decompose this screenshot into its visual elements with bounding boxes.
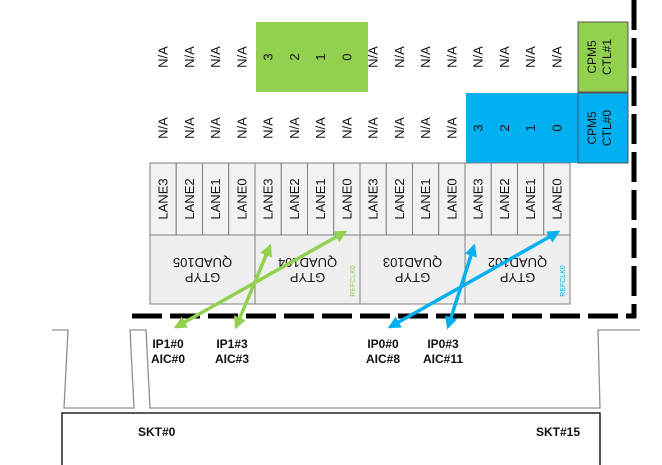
cpm5-ctl1-line1: CPM5 — [585, 40, 599, 74]
double-headed-arrow-icon — [234, 243, 272, 330]
quad-name-label: QUAD105 — [173, 255, 232, 270]
mid-row-label: N/A — [208, 117, 223, 139]
top-lane-assignment-row: N/A N/A N/A N/A 3 2 1 0 N/A N/A N/A N/A N/A N/A N/A N/A — [156, 46, 565, 68]
top-row-label: 3 — [261, 53, 276, 60]
quad-gtyp-label: GTYP — [290, 270, 325, 285]
mid-row-label: 1 — [523, 124, 538, 131]
lane-cell — [490, 162, 518, 236]
top-row-label: N/A — [182, 46, 197, 68]
lane-label: LANE0 — [549, 178, 564, 219]
mid-row-label: 0 — [549, 124, 564, 131]
top-row-label: N/A — [444, 46, 459, 68]
ip-label-4-line1: IP0#3 — [427, 337, 459, 351]
ip-label-4-line2: AIC#11 — [423, 352, 463, 366]
top-row-label: N/A — [418, 46, 433, 68]
mid-row-label: N/A — [366, 117, 381, 139]
top-row-label: N/A — [156, 46, 171, 68]
ip-label-1-line1: IP1#0 — [152, 337, 184, 351]
lane-label: LANE3 — [261, 178, 276, 219]
lane-label: LANE1 — [523, 178, 538, 219]
connector-outline — [52, 329, 640, 409]
mid-row-label: N/A — [182, 117, 197, 139]
lane-label: LANE2 — [392, 178, 407, 219]
socket-right-label: SKT#15 — [536, 425, 580, 439]
lane-cell — [175, 162, 203, 236]
cpm5-ctl1-box — [577, 21, 629, 93]
top-row-label: N/A — [549, 46, 564, 68]
ip-label-3-line2: AIC#8 — [366, 352, 400, 366]
lane-label: LANE1 — [418, 178, 433, 219]
quad-gtyp-label: GTYP — [500, 270, 535, 285]
lane-cell — [543, 162, 571, 236]
middle-lane-assignment-row: N/A N/A N/A N/A N/A N/A N/A N/A N/A N/A N/A N/A 3 2 1 0 — [156, 117, 565, 139]
lane-label: LANE1 — [208, 178, 223, 219]
mid-row-label: N/A — [156, 117, 171, 139]
cpm5-ctl1-line2: CTL#1 — [600, 39, 614, 75]
socket-left-label: SKT#0 — [138, 425, 176, 439]
mid-row-label: 3 — [471, 124, 486, 131]
top-row-label: N/A — [471, 46, 486, 68]
mid-row-label: N/A — [339, 117, 354, 139]
mid-row-label: N/A — [234, 117, 249, 139]
lane-cell — [254, 162, 282, 236]
double-headed-arrow-icon — [445, 243, 477, 330]
lane-label: LANE3 — [366, 178, 381, 219]
lane-label: LANE2 — [497, 178, 512, 219]
lane-label: LANE3 — [471, 178, 486, 219]
top-row-label: N/A — [234, 46, 249, 68]
mid-row-label: N/A — [392, 117, 407, 139]
cpm5-ctl0-line2: CTL#0 — [600, 110, 614, 146]
ip-label-2-line2: AIC#3 — [215, 352, 249, 366]
top-row-label: N/A — [497, 46, 512, 68]
top-row-label: N/A — [523, 46, 538, 68]
lane-cells: LANE3 LANE2 LANE1 LANE0 LANE3 LANE2 LANE1 LANE0… — [149, 162, 571, 236]
socket-box — [61, 412, 601, 465]
lane-label: LANE1 — [313, 178, 328, 219]
ip-label-2-line1: IP1#3 — [216, 337, 248, 351]
quad-gtyp-label: GTYP — [185, 270, 220, 285]
top-row-label: N/A — [392, 46, 407, 68]
mid-row-label: N/A — [418, 117, 433, 139]
refclk-label: REFCLK0 — [350, 265, 357, 297]
cpm5-ctl0-line1: CPM5 — [585, 111, 599, 145]
lane-cell — [280, 162, 308, 236]
quad104-highlight — [256, 22, 368, 92]
top-row-label: N/A — [366, 46, 381, 68]
mid-row-label: N/A — [313, 117, 328, 139]
cpm5-ctl0-box — [577, 92, 629, 164]
mid-row-label: N/A — [287, 117, 302, 139]
quad-gtyp-label: GTYP — [395, 270, 430, 285]
quad102-highlight — [466, 93, 578, 163]
lane-label: LANE2 — [287, 178, 302, 219]
lane-label: LANE3 — [156, 178, 171, 219]
top-row-label: 2 — [287, 53, 302, 60]
mid-row-label: N/A — [261, 117, 276, 139]
quad-name-label: QUAD104 — [278, 255, 337, 270]
lane-label: LANE0 — [444, 178, 459, 219]
lane-label: LANE0 — [339, 178, 354, 219]
quad-name-label: QUAD103 — [383, 255, 442, 270]
top-row-label: N/A — [208, 46, 223, 68]
top-row-label: 0 — [339, 53, 354, 60]
lane-cell — [464, 162, 492, 236]
ip-label-3-line1: IP0#0 — [367, 337, 399, 351]
top-row-label: 1 — [313, 53, 328, 60]
lane-cell — [412, 162, 440, 236]
ip-label-1-line2: AIC#0 — [151, 352, 185, 366]
lane-cell — [517, 162, 545, 236]
lane-label: LANE0 — [234, 178, 249, 219]
mid-row-label: N/A — [444, 117, 459, 139]
mid-row-label: 2 — [497, 124, 512, 131]
refclk-label: REFCLK0 — [560, 265, 567, 297]
lane-cell — [149, 162, 177, 236]
lane-label: LANE2 — [182, 178, 197, 219]
